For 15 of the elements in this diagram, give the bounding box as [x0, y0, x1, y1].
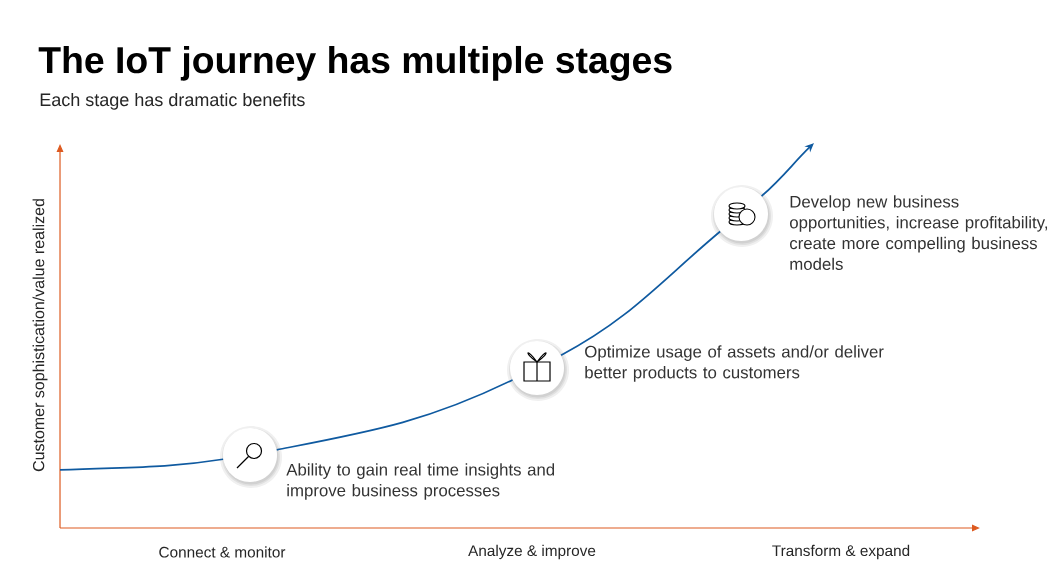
icon-circle	[220, 426, 282, 488]
axis-label: Connect & monitor	[159, 546, 286, 558]
growth-curve	[760, 143, 814, 197]
description-text: Develop new business opportunities, increase profitability, create more compelling business models	[790, 195, 1047, 270]
icon-circle	[507, 339, 569, 401]
title: The IoT journey has multiple stages	[38, 45, 672, 81]
description-text: Ability to gain real time insights and improve business processes	[286, 463, 555, 500]
growth-curve	[560, 230, 721, 357]
growth-curve	[275, 379, 514, 451]
axis-title: Customer sophistication/value realized	[32, 199, 48, 472]
axis-label: Transform & expand	[772, 544, 910, 560]
subtitle: Each stage has dramatic benefits	[40, 92, 305, 110]
axis-label: Analyze & improve	[468, 544, 596, 560]
growth-curve	[59, 458, 224, 471]
description-text: Optimize usage of assets and/or deliver better products to customers	[585, 345, 884, 382]
